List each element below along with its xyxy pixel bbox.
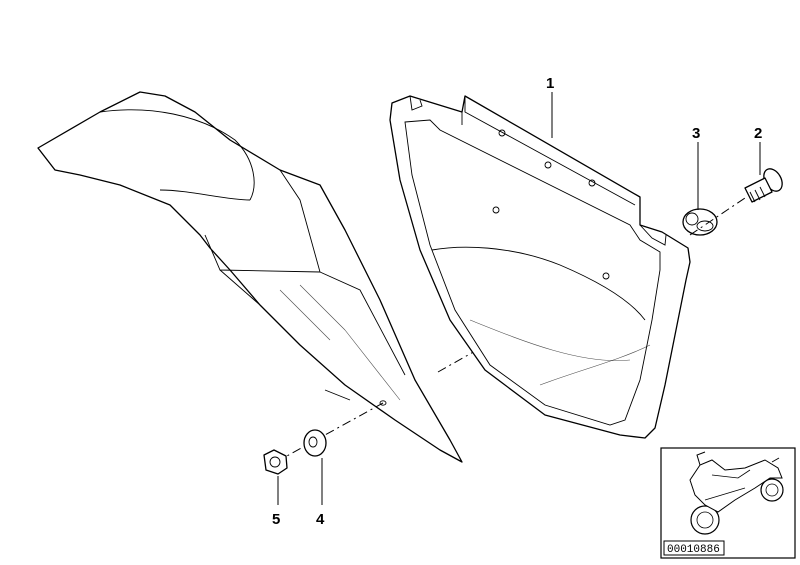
part-3-washer [682,208,718,236]
part-4-flat-washer [303,429,327,457]
side-fairing-panel [37,91,463,463]
callout-5-label: 5 [272,511,280,528]
motorcycle-inset-thumbnail: 00010886 [660,447,796,559]
callout-2-label: 2 [754,125,762,142]
part-2-screw [744,168,783,203]
part-5-hex-nut [263,449,288,475]
reference-code: 00010886 [667,544,720,556]
callout-3-label: 3 [692,125,700,142]
callout-1-label: 1 [546,75,554,92]
alignment-line-screw [689,197,746,236]
part-1-cover [389,95,691,439]
alignment-line-nut [275,402,384,463]
callout-4-label: 4 [316,511,325,528]
